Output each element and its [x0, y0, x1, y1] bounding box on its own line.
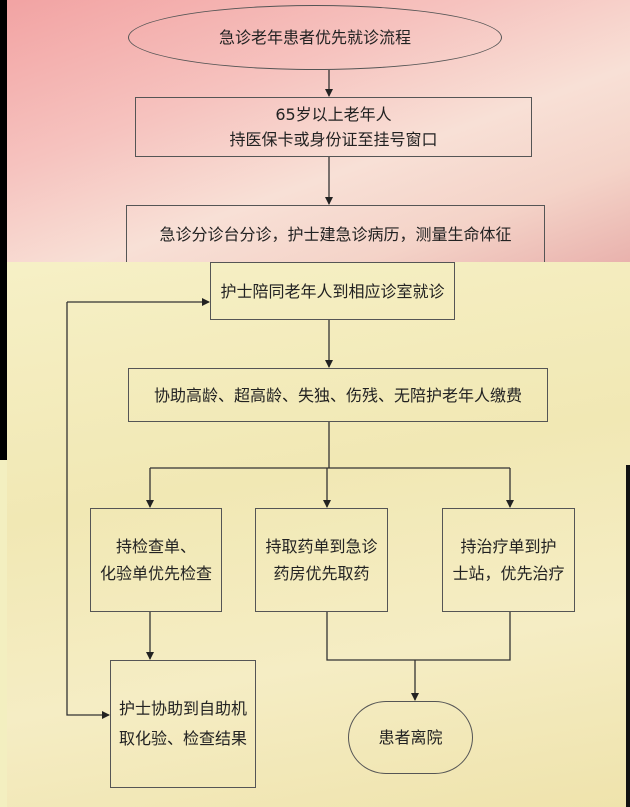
exam-node: 持检查单、 化验单优先检查	[90, 508, 222, 612]
payment-node: 协助高龄、超高龄、失独、伤残、无陪护老年人缴费	[128, 368, 548, 422]
register-line-1: 65岁以上老年人	[275, 105, 392, 124]
pharmacy-node: 持取药单到急诊 药房优先取药	[255, 508, 388, 612]
accompany-text: 护士陪同老年人到相应诊室就诊	[220, 281, 445, 301]
title-node: 急诊老年患者优先就诊流程	[128, 5, 502, 70]
left-edge-bar	[0, 0, 7, 460]
accompany-node: 护士陪同老年人到相应诊室就诊	[210, 262, 455, 320]
loop-arrow-to-results	[66, 302, 110, 719]
register-node: 65岁以上老年人 持医保卡或身份证至挂号窗口	[135, 97, 532, 157]
treatment-node: 持治疗单到护 士站，优先治疗	[442, 508, 575, 612]
register-line-2: 持医保卡或身份证至挂号窗口	[229, 130, 438, 149]
results-node: 护士协助到自助机 取化验、检查结果	[110, 660, 256, 788]
title-text: 急诊老年患者优先就诊流程	[218, 28, 411, 47]
triage-text: 急诊分诊台分诊，护士建急诊病历，测量生命体征	[159, 224, 512, 244]
line-merge	[326, 612, 511, 661]
payment-text: 协助高龄、超高龄、失独、伤残、无陪护老年人缴费	[153, 385, 522, 405]
treatment-line-1: 持治疗单到护	[460, 537, 557, 556]
results-line-1: 护士协助到自助机	[118, 699, 247, 718]
pharmacy-line-2: 药房优先取药	[273, 564, 370, 583]
discharge-node: 患者离院	[348, 701, 473, 774]
results-line-2: 取化验、检查结果	[118, 729, 247, 748]
discharge-text: 患者离院	[378, 728, 443, 747]
exam-line-2: 化验单优先检查	[99, 564, 212, 583]
treatment-line-2: 士站，优先治疗	[452, 564, 565, 583]
exam-line-1: 持检查单、	[115, 537, 196, 556]
right-edge-bar	[626, 465, 630, 807]
triage-node: 急诊分诊台分诊，护士建急诊病历，测量生命体征	[126, 205, 545, 262]
pharmacy-line-1: 持取药单到急诊	[265, 537, 378, 556]
